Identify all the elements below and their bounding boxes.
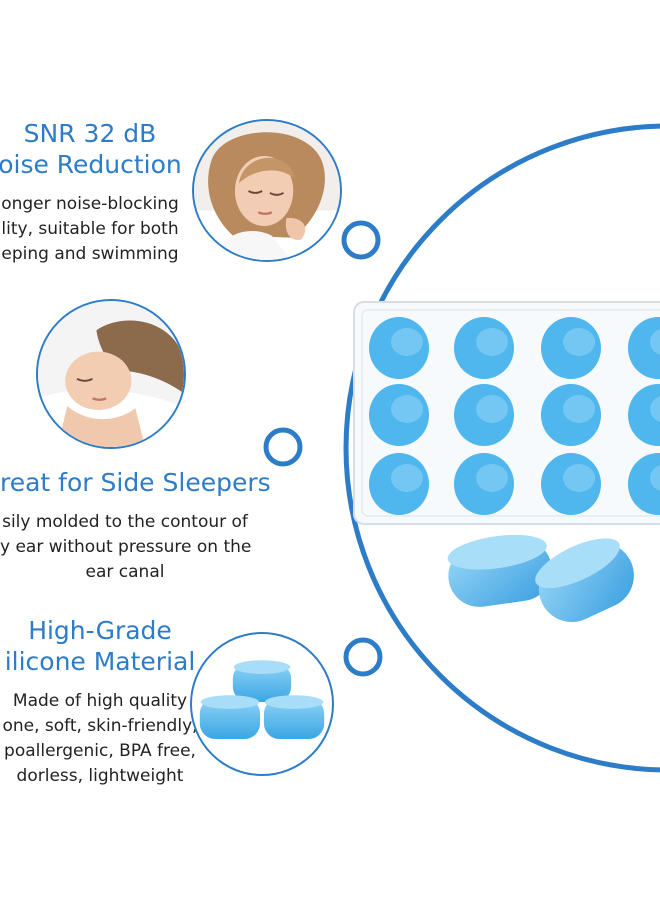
feature-silicone-material: High-Grade ilicone Material Made of high…	[0, 615, 210, 789]
earplug-highlight	[391, 328, 423, 356]
feature-title: reat for Side Sleepers	[0, 468, 271, 497]
arc-node-1	[341, 220, 381, 260]
earplug-highlight	[476, 328, 508, 356]
earplug	[628, 384, 660, 446]
sleeping-woman-image	[194, 121, 340, 260]
earplug	[628, 453, 660, 515]
feature-side-sleepers: reat for Side Sleepers sily molded to th…	[0, 467, 271, 585]
earplug-case-image	[353, 301, 660, 525]
earplug-highlight	[563, 395, 595, 423]
earplug-highlight	[476, 395, 508, 423]
side-sleeper-photo	[36, 299, 186, 449]
feature-description: Made of high quality one, soft, skin-fri…	[2, 691, 198, 786]
earplug-highlight	[563, 464, 595, 492]
feature-description: sily molded to the contour of y ear with…	[0, 512, 252, 582]
earplug-highlight	[391, 395, 423, 423]
arc-node-2	[263, 427, 303, 467]
side-sleeper-image	[38, 301, 184, 447]
feature-noise-reduction: SNR 32 dB oise Reduction onger noise-blo…	[0, 118, 210, 267]
earplug-highlight	[476, 464, 508, 492]
feature-title: High-Grade ilicone Material	[4, 616, 196, 676]
earplug-highlight	[650, 465, 660, 491]
loose-earplugs	[440, 522, 640, 640]
earplug-stack-photo	[190, 632, 334, 776]
earplug-case	[352, 300, 660, 526]
feature-title: SNR 32 dB oise Reduction	[0, 119, 182, 179]
arc-node-3	[343, 637, 383, 677]
earplug-highlight	[650, 396, 660, 422]
earplug-highlight	[391, 464, 423, 492]
feature-description: onger noise-blocking lity, suitable for …	[1, 194, 179, 264]
earplug-highlight	[650, 329, 660, 355]
loose-earplugs-image	[447, 534, 634, 623]
earplug-stack-image	[199, 660, 325, 739]
earplug-highlight	[563, 328, 595, 356]
sleeping-woman-photo	[192, 119, 342, 262]
earplug	[628, 317, 660, 379]
